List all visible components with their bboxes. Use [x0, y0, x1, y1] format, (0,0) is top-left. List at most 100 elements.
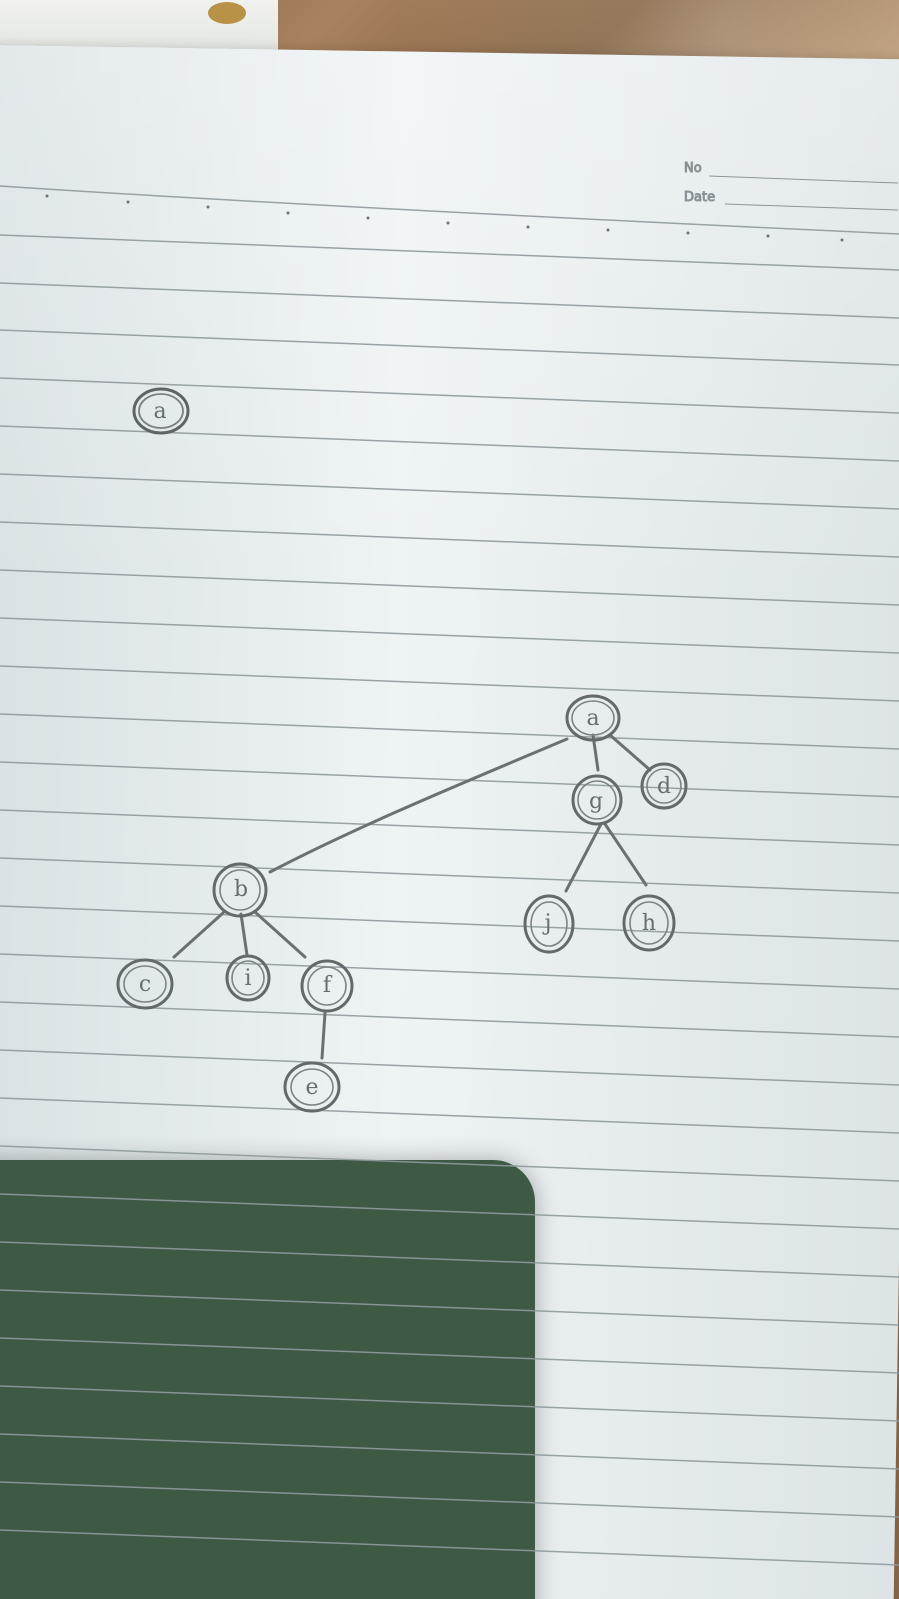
tree-node: f	[300, 959, 354, 1013]
notebook-line	[0, 1145, 899, 1182]
tree-node: b	[212, 862, 268, 918]
tree-node-label: a	[586, 706, 599, 731]
notebook-line	[0, 1529, 899, 1566]
tree-node-circle	[212, 862, 268, 918]
tree-edges	[172, 733, 652, 1060]
tree-edge-b-c	[172, 911, 225, 959]
tree-node-inner	[307, 966, 347, 1006]
date-field-line	[724, 203, 899, 211]
tree-node-circle	[283, 1061, 341, 1113]
hand-shadow	[0, 1160, 535, 1599]
tree-edge-g-j	[564, 822, 603, 893]
tree-edge-root-b	[268, 737, 569, 874]
notebook-line	[0, 1481, 899, 1518]
tree-node-label: j	[542, 911, 552, 936]
tree-edge-b-f	[253, 910, 307, 959]
ruler-dot	[366, 216, 370, 220]
tree-node-circle	[523, 894, 575, 954]
tree-node-inner	[219, 869, 261, 911]
notebook-line	[0, 329, 899, 366]
notebook-line	[0, 1337, 899, 1374]
tree-node-circle	[300, 959, 354, 1013]
tree-node-label: b	[234, 877, 248, 902]
tree-node-label: h	[642, 911, 656, 936]
notebook-line	[0, 713, 899, 750]
notebook-line	[0, 761, 899, 798]
header-rule	[0, 185, 899, 235]
corner-inner-circle	[138, 393, 184, 429]
tree-node-inner	[629, 901, 669, 945]
notebook-line	[0, 377, 899, 414]
notebook-line	[0, 1289, 899, 1326]
tree-edge-b-i	[239, 912, 249, 957]
ruler-dot	[446, 221, 450, 225]
tree-nodes: a d g b c	[116, 694, 688, 1113]
ruler-dot	[45, 194, 49, 198]
notebook-line	[0, 1385, 899, 1422]
ruler-dot	[286, 211, 290, 215]
notebook-line	[0, 1193, 899, 1230]
notebook-line	[0, 1241, 899, 1278]
notebook-line	[0, 665, 899, 702]
notebook-line	[0, 569, 899, 606]
ruler-dot	[206, 205, 210, 209]
tree-node-inner	[231, 960, 265, 996]
binder-hole	[208, 2, 246, 24]
notebook-line	[0, 809, 899, 846]
tree-node-inner	[577, 780, 617, 820]
tree-node-label: d	[657, 774, 671, 799]
tree-node-inner	[290, 1068, 334, 1106]
tree-node-inner	[123, 965, 167, 1003]
tree-node-inner	[571, 700, 615, 736]
ruler-dot	[766, 234, 770, 238]
notebook-line	[0, 521, 899, 558]
notebook-line	[0, 1001, 899, 1038]
tree-node-label: e	[305, 1075, 318, 1100]
notebook-line	[0, 1433, 899, 1470]
notebook-line	[0, 857, 899, 894]
no-label: No	[684, 161, 702, 176]
ruler-dot	[126, 200, 130, 204]
tree-edge-root-d	[608, 733, 652, 772]
tree-node-circle	[225, 954, 271, 1002]
tree-node-circle	[116, 958, 174, 1010]
tree-node: e	[283, 1061, 341, 1113]
date-label: Date	[684, 190, 715, 205]
ruler-dot	[526, 225, 530, 229]
tree-node: i	[225, 954, 271, 1002]
tree-node-circle	[622, 894, 676, 952]
tree-node: a	[565, 694, 621, 742]
tree-edge-g-h	[603, 822, 648, 887]
notebook-line	[0, 282, 899, 319]
tree-node-label: g	[589, 789, 603, 814]
tree-node: h	[622, 894, 676, 952]
tree-node: g	[571, 774, 623, 826]
tree-node-circle	[640, 762, 688, 810]
ruler-dot	[606, 228, 610, 232]
no-field-line	[708, 175, 899, 184]
header-dots	[45, 194, 844, 242]
tree-node-label: i	[244, 966, 251, 991]
ruler-dot	[840, 238, 844, 242]
notebook-line	[0, 617, 899, 654]
notebook-line	[0, 234, 899, 271]
tree-node: j	[523, 894, 575, 954]
notebook-line	[0, 1049, 899, 1086]
tree-node-label: c	[139, 972, 151, 997]
corner-circle	[132, 387, 190, 435]
tree-node-circle	[565, 694, 621, 742]
notebook-line	[0, 473, 899, 510]
notebook-line	[0, 425, 899, 462]
tree-edge-f-e	[320, 1011, 327, 1060]
tree-node-inner	[530, 901, 568, 947]
notebook-line	[0, 953, 899, 990]
tree-node: d	[640, 762, 688, 810]
ruler-dot	[686, 231, 690, 235]
ruled-lines	[0, 185, 899, 1566]
tree-node-circle	[571, 774, 623, 826]
tree-node-inner	[646, 768, 682, 804]
header-fields: No Date	[684, 161, 899, 211]
tree-node-label: f	[323, 973, 333, 998]
